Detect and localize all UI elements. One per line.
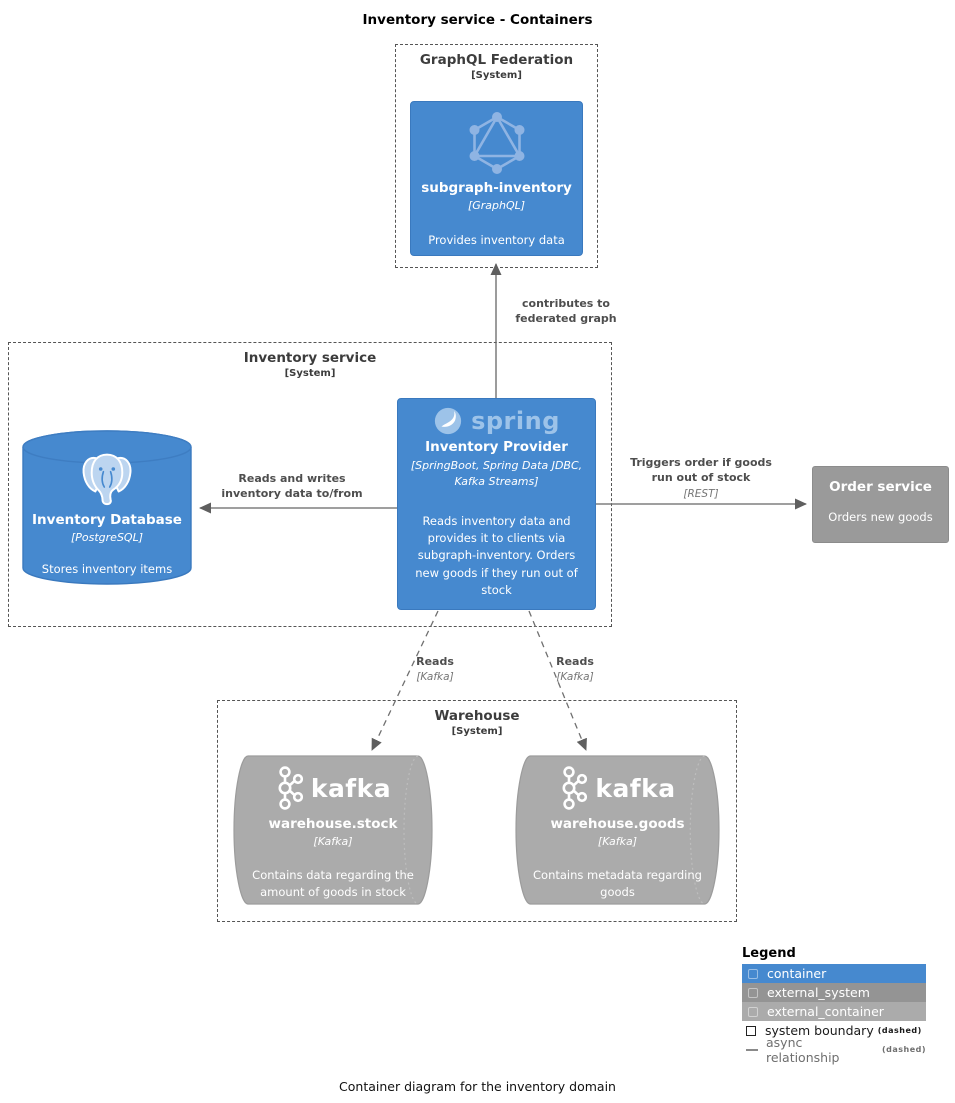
kafka-icon [562,766,588,810]
boundary-warehouse-type: [System] [451,726,503,737]
node-order-service: Order service Orders new goods [812,466,949,543]
boundary-inventory-service-type: [System] [284,368,336,379]
rel-label-contributes: contributes to federated graph [515,297,617,326]
legend-item-async-relationship-suffix: (dashed) [881,1045,926,1054]
graphql-icon [469,112,524,174]
legend-item-external-system: external_system [742,983,926,1002]
rel-label-triggers-order-text: Triggers order if goods run out of stock [630,456,772,485]
container-swatch-icon [748,968,758,979]
legend-item-system-boundary: system boundary (dashed) [742,1021,926,1040]
kafka-wordmark: kafka [310,773,392,803]
legend-item-external-container-label: external_container [767,1004,884,1019]
spring-wordmark: spring [471,407,560,435]
rel-label-reads-stock: Reads [Kafka] [404,654,466,685]
rel-label-triggers-order: Triggers order if goods run out of stock… [625,455,777,501]
external-container-swatch-icon [748,1006,758,1017]
kafka-logo: kafka [233,765,433,811]
rel-label-reads-goods-tech: [Kafka] [556,671,594,684]
diagram-caption: Container diagram for the inventory doma… [339,1079,616,1094]
node-warehouse-stock: kafka warehouse.stock [Kafka] Contains d… [233,755,433,905]
boundary-inventory-service-label: Inventory service [243,350,377,366]
legend-item-async-relationship-label: async relationship [766,1034,840,1065]
node-inventory-database-tech: [PostgreSQL] [70,531,144,544]
boundary-graphql-federation-type: [System] [471,70,522,81]
node-warehouse-stock-desc: Contains data regarding the amount of go… [252,868,414,900]
kafka-icon [278,766,303,810]
boundary-warehouse-label: Warehouse [434,708,520,724]
async-relationship-icon [746,1048,758,1051]
external-system-swatch-icon [748,987,758,998]
legend-item-system-boundary-label: system boundary [765,1023,874,1038]
legend-item-external-container: external_container [742,1002,926,1021]
node-subgraph-inventory-tech: [GraphQL] [467,199,526,212]
rel-label-reads-stock-text: Reads [416,655,454,668]
node-inventory-provider-desc: Reads inventory data and provides it to … [415,513,578,597]
boundary-graphql-federation-label: GraphQL Federation [419,52,574,68]
boundary-inventory-service: Inventory service [System] [8,342,612,627]
node-warehouse-goods-tech: [Kafka] [597,835,638,848]
boundary-warehouse: Warehouse [System] [217,700,737,922]
node-inventory-database-title: Inventory Database [32,512,182,528]
node-inventory-provider-title: Inventory Provider [425,439,568,455]
legend-item-container: container [742,964,926,983]
legend-item-system-boundary-suffix: (dashed) [877,1026,922,1035]
node-warehouse-stock-tech: [Kafka] [313,835,353,848]
database-cylinder-shape [22,430,192,585]
rel-label-reads-writes: Reads and writes inventory data to/from [221,472,363,501]
kafka-wordmark: kafka [595,773,676,803]
kafka-logo: kafka [515,765,720,811]
node-subgraph-inventory-desc: Provides inventory data [428,233,565,247]
spring-icon [434,407,462,435]
spring-logo: spring [406,406,587,436]
node-inventory-provider-tech: [SpringBoot, Spring Data JDBC, Kafka Str… [410,459,583,488]
node-inventory-database: Inventory Database [PostgreSQL] Stores i… [22,430,192,585]
legend-item-external-system-label: external_system [767,985,870,1000]
system-boundary-icon [746,1025,756,1036]
diagram-title: Inventory service - Containers [362,12,593,28]
node-inventory-database-desc: Stores inventory items [41,562,173,576]
node-warehouse-goods-desc: Contains metadata regarding goods [533,868,702,900]
node-warehouse-stock-title: warehouse.stock [268,816,398,832]
rel-label-reads-stock-tech: [Kafka] [416,671,454,684]
rel-label-triggers-order-tech: [REST] [683,487,719,500]
rel-label-reads-goods-text: Reads [556,655,594,668]
legend-title: Legend [742,946,796,961]
rel-label-reads-goods: Reads [Kafka] [544,654,606,685]
node-subgraph-inventory-title: subgraph-inventory [421,180,572,196]
legend-item-container-label: container [767,966,827,981]
node-order-service-title: Order service [829,479,932,495]
node-order-service-desc: Orders new goods [828,510,933,524]
node-warehouse-goods: kafka warehouse.goods [Kafka] Contains m… [515,755,720,905]
node-subgraph-inventory: subgraph-inventory [GraphQL] Provides in… [410,101,583,256]
legend-item-async-relationship: async relationship (dashed) [742,1035,926,1065]
node-inventory-provider: spring Inventory Provider [SpringBoot, S… [397,398,596,610]
postgresql-icon [82,453,132,506]
legend: Legend container external_system externa… [742,946,926,1065]
node-warehouse-goods-title: warehouse.goods [550,816,685,832]
